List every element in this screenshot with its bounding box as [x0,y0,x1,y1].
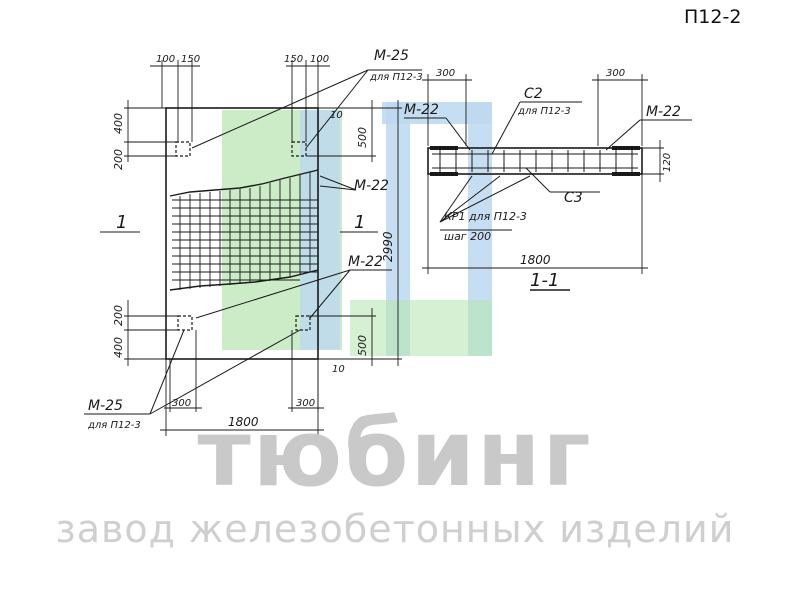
section-dim-300-left: 300 [436,68,455,79]
section-title: 1-1 [530,270,559,291]
section-labels: 300 300 М-22 С2 для П12-3 М-22 120 С3 КР… [404,68,681,291]
label-m25-top: М-25 [374,48,409,64]
dim-bottom-300-right: 300 [296,398,315,409]
watermark-tagline: завод железобетонных изделий [55,507,735,551]
section-outline [427,147,643,175]
section-mark-left: 1 [116,212,127,233]
label-m22-low: М-22 [348,254,383,270]
plan-view [84,60,422,436]
dim-top-right-b: 100 [310,54,329,65]
dim-height-2990: 2990 [381,231,395,262]
section-mark-right: 1 [354,212,365,233]
dim-top-left-b: 150 [181,54,200,65]
dim-top-left-a: 100 [156,54,175,65]
label-m22-right: М-22 [646,104,681,120]
dim-left-200-top: 200 [112,149,125,170]
dim-bottom-300-left: 300 [172,398,191,409]
plate-top-right [291,141,307,157]
section-dim-120: 120 [662,153,673,172]
section-view [404,74,692,291]
dim-right-500-top: 500 [356,127,369,148]
plate-bottom-left [177,315,193,331]
label-c3: С3 [564,190,583,206]
label-c2: С2 [524,86,543,102]
plate-bottom-right [295,315,311,331]
label-kr1: КР1 для П12-3 [444,210,527,223]
section-rebar [432,150,638,172]
plan-outline [165,107,319,360]
dim-left-400-top: 400 [112,113,125,134]
dim-right-500-bottom: 500 [356,335,369,356]
label-m25-top-note: для П12-3 [369,72,423,83]
label-m25-bottom-note: для П12-3 [87,420,141,431]
label-m25-bottom: М-25 [88,398,123,414]
watermark-logo [222,102,492,356]
plate-top-left [175,141,191,157]
label-step: шаг 200 [444,230,491,243]
plan-labels: 100 150 150 100 М-25 для П12-3 400 200 2… [87,48,423,431]
label-m22-mid: М-22 [354,178,389,194]
watermark-brand: тюбинг [197,400,593,507]
section-plates [430,146,640,176]
section-dim-1800: 1800 [520,253,551,267]
dim-right-10-bottom: 10 [332,364,345,375]
dim-top-right-a: 150 [284,54,303,65]
section-dim-300-right: 300 [606,68,625,79]
drawing-code: П12-2 [684,6,742,28]
dim-left-400-bottom: 400 [112,337,125,358]
mesh-grid [169,169,319,291]
label-c2-note: для П12-3 [517,106,571,117]
label-m22-left: М-22 [404,102,439,118]
dim-left-200-bottom: 200 [112,305,125,326]
dim-width-1800: 1800 [228,415,259,429]
dim-right-10-top: 10 [330,110,343,121]
